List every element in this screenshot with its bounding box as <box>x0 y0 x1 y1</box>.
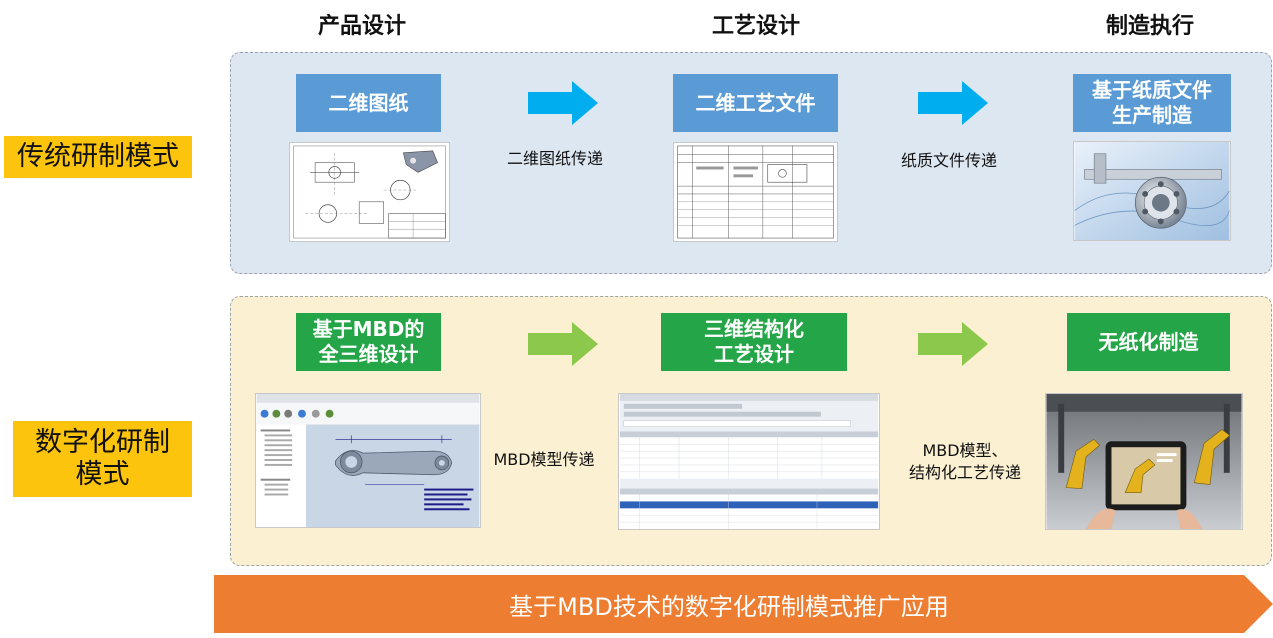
stage-title-product-design: 产品设计 <box>317 14 406 39</box>
paperless-manufacturing-image <box>1045 393 1243 530</box>
mode-label-digital-line1: 数字化研制 <box>35 426 170 458</box>
box-2d-drawing: 二维图纸 <box>296 74 441 132</box>
arrow-right-icon <box>918 81 988 125</box>
structured-process-software-screenshot <box>618 393 880 530</box>
flow-label-mbd-structured-process-transfer: MBD模型、 结构化工艺传递 <box>890 440 1040 485</box>
banner-arrow <box>214 575 1273 633</box>
box-paper-based-manufacturing-line2: 生产制造 <box>1112 103 1192 127</box>
arrow-right-icon <box>528 322 598 366</box>
box-3d-structured-process-design-line2: 工艺设计 <box>714 342 794 366</box>
box-3d-structured-process-design-line1: 三维结构化 <box>704 317 804 341</box>
box-3d-structured-process-design: 三维结构化 工艺设计 <box>661 313 847 371</box>
box-paperless-manufacturing: 无纸化制造 <box>1067 313 1230 371</box>
arrow-right-icon <box>528 81 598 125</box>
stage-title-manufacturing: 制造执行 <box>1105 14 1194 39</box>
box-mbd-3d-design-line2: 全三维设计 <box>318 342 419 366</box>
flow-label-mbd-model-transfer: MBD模型传递 <box>493 450 595 469</box>
flow-label-mbd-structured-process-transfer-line2: 结构化工艺传递 <box>908 463 1021 483</box>
2d-drawing-image <box>289 142 450 242</box>
flow-label-paper-document-transfer: 纸质文件传递 <box>900 151 997 170</box>
paper-manufacturing-image <box>1073 141 1231 241</box>
box-paper-based-manufacturing-line1: 基于纸质文件 <box>1092 78 1212 102</box>
box-mbd-3d-design-line1: 基于MBD的 <box>312 317 425 341</box>
mbd-3d-cad-screenshot <box>255 393 481 528</box>
arrow-right-icon <box>918 322 988 366</box>
flow-label-2d-drawing-transfer: 二维图纸传递 <box>506 149 603 168</box>
mode-label-digital: 数字化研制 模式 <box>13 421 192 497</box>
mode-label-digital-line2: 模式 <box>75 459 130 490</box>
flow-label-mbd-structured-process-transfer-line1: MBD模型、 <box>922 441 1008 460</box>
stage-title-process-design: 工艺设计 <box>711 14 800 39</box>
banner-text: 基于MBD技术的数字化研制模式推广应用 <box>509 592 949 621</box>
box-paper-based-manufacturing: 基于纸质文件 生产制造 <box>1073 74 1231 132</box>
mode-label-traditional: 传统研制模式 <box>4 136 192 178</box>
box-2d-process-document: 二维工艺文件 <box>673 74 838 132</box>
2d-process-document-image <box>673 142 838 242</box>
box-mbd-3d-design: 基于MBD的 全三维设计 <box>296 313 441 371</box>
